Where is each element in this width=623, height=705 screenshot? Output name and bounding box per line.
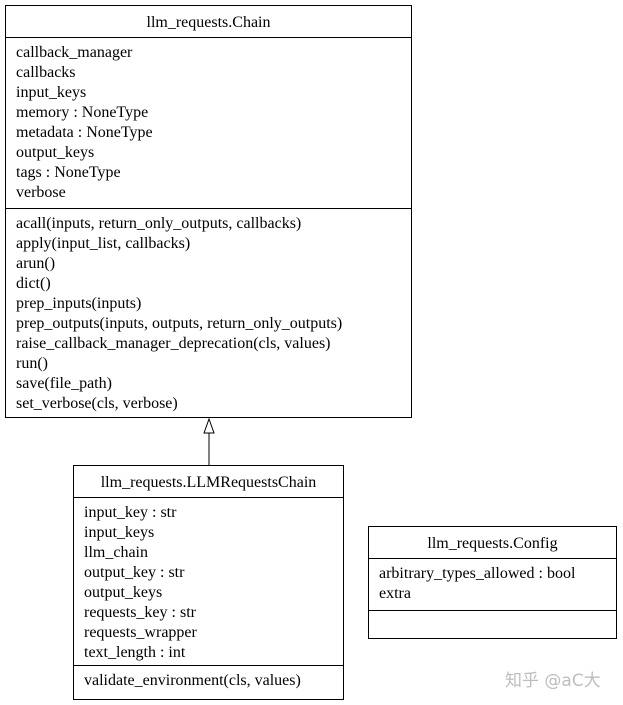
- class-chain-method: save(file_path): [16, 375, 112, 392]
- class-chain-method: prep_outputs(inputs, outputs, return_onl…: [16, 315, 343, 332]
- class-chain-title: llm_requests.Chain: [6, 6, 411, 38]
- class-llm-requests-chain-attribute: llm_chain: [84, 544, 148, 561]
- class-chain-method: prep_inputs(inputs): [16, 295, 142, 312]
- class-llm-requests-chain-attribute: output_key : str: [84, 564, 185, 581]
- class-config: llm_requests.Config arbitrary_types_allo…: [368, 526, 617, 639]
- class-chain-attributes: callback_manager callbacks input_keys me…: [6, 38, 411, 209]
- class-llm-requests-chain-methods: validate_environment(cls, values): [74, 666, 343, 695]
- class-llm-requests-chain-attribute: text_length : int: [84, 644, 186, 661]
- class-chain-method: arun(): [16, 255, 56, 272]
- class-chain-attribute: callbacks: [16, 64, 76, 81]
- class-chain-method: set_verbose(cls, verbose): [16, 395, 178, 412]
- class-chain-attribute: verbose: [16, 184, 66, 201]
- class-chain-method: raise_callback_manager_deprecation(cls, …: [16, 335, 331, 352]
- class-chain-attribute: memory : NoneType: [16, 104, 149, 121]
- class-config-methods: [369, 611, 616, 641]
- class-chain-attribute: output_keys: [16, 144, 95, 161]
- class-llm-requests-chain-attribute: input_key : str: [84, 504, 177, 521]
- class-chain-attribute: input_keys: [16, 84, 87, 101]
- class-chain-attribute: tags : NoneType: [16, 164, 121, 181]
- class-chain: llm_requests.Chain callback_manager call…: [5, 5, 412, 418]
- class-chain-attribute: callback_manager: [16, 44, 133, 61]
- class-llm-requests-chain-attribute: requests_wrapper: [84, 624, 197, 641]
- class-llm-requests-chain: llm_requests.LLMRequestsChain input_key …: [73, 465, 344, 700]
- class-chain-method: dict(): [16, 275, 51, 292]
- inheritance-arrowhead: [203, 417, 215, 434]
- class-chain-method: run(): [16, 355, 48, 372]
- class-llm-requests-chain-attribute: output_keys: [84, 584, 163, 601]
- class-llm-requests-chain-title: llm_requests.LLMRequestsChain: [74, 466, 343, 498]
- class-llm-requests-chain-method: validate_environment(cls, values): [84, 672, 301, 689]
- class-config-attribute: arbitrary_types_allowed : bool: [379, 565, 576, 582]
- class-config-attribute: extra: [379, 585, 411, 602]
- class-chain-method: acall(inputs, return_only_outputs, callb…: [16, 215, 302, 232]
- class-chain-methods: acall(inputs, return_only_outputs, callb…: [6, 209, 411, 418]
- class-chain-attribute: metadata : NoneType: [16, 124, 153, 141]
- watermark: 知乎 @aC大: [505, 671, 601, 691]
- class-llm-requests-chain-attribute: requests_key : str: [84, 604, 196, 621]
- class-llm-requests-chain-attributes: input_key : str input_keys llm_chain out…: [74, 498, 343, 666]
- class-llm-requests-chain-attribute: input_keys: [84, 524, 155, 541]
- class-chain-method: apply(input_list, callbacks): [16, 235, 191, 252]
- class-config-attributes: arbitrary_types_allowed : bool extra: [369, 559, 616, 611]
- class-config-title: llm_requests.Config: [369, 527, 616, 559]
